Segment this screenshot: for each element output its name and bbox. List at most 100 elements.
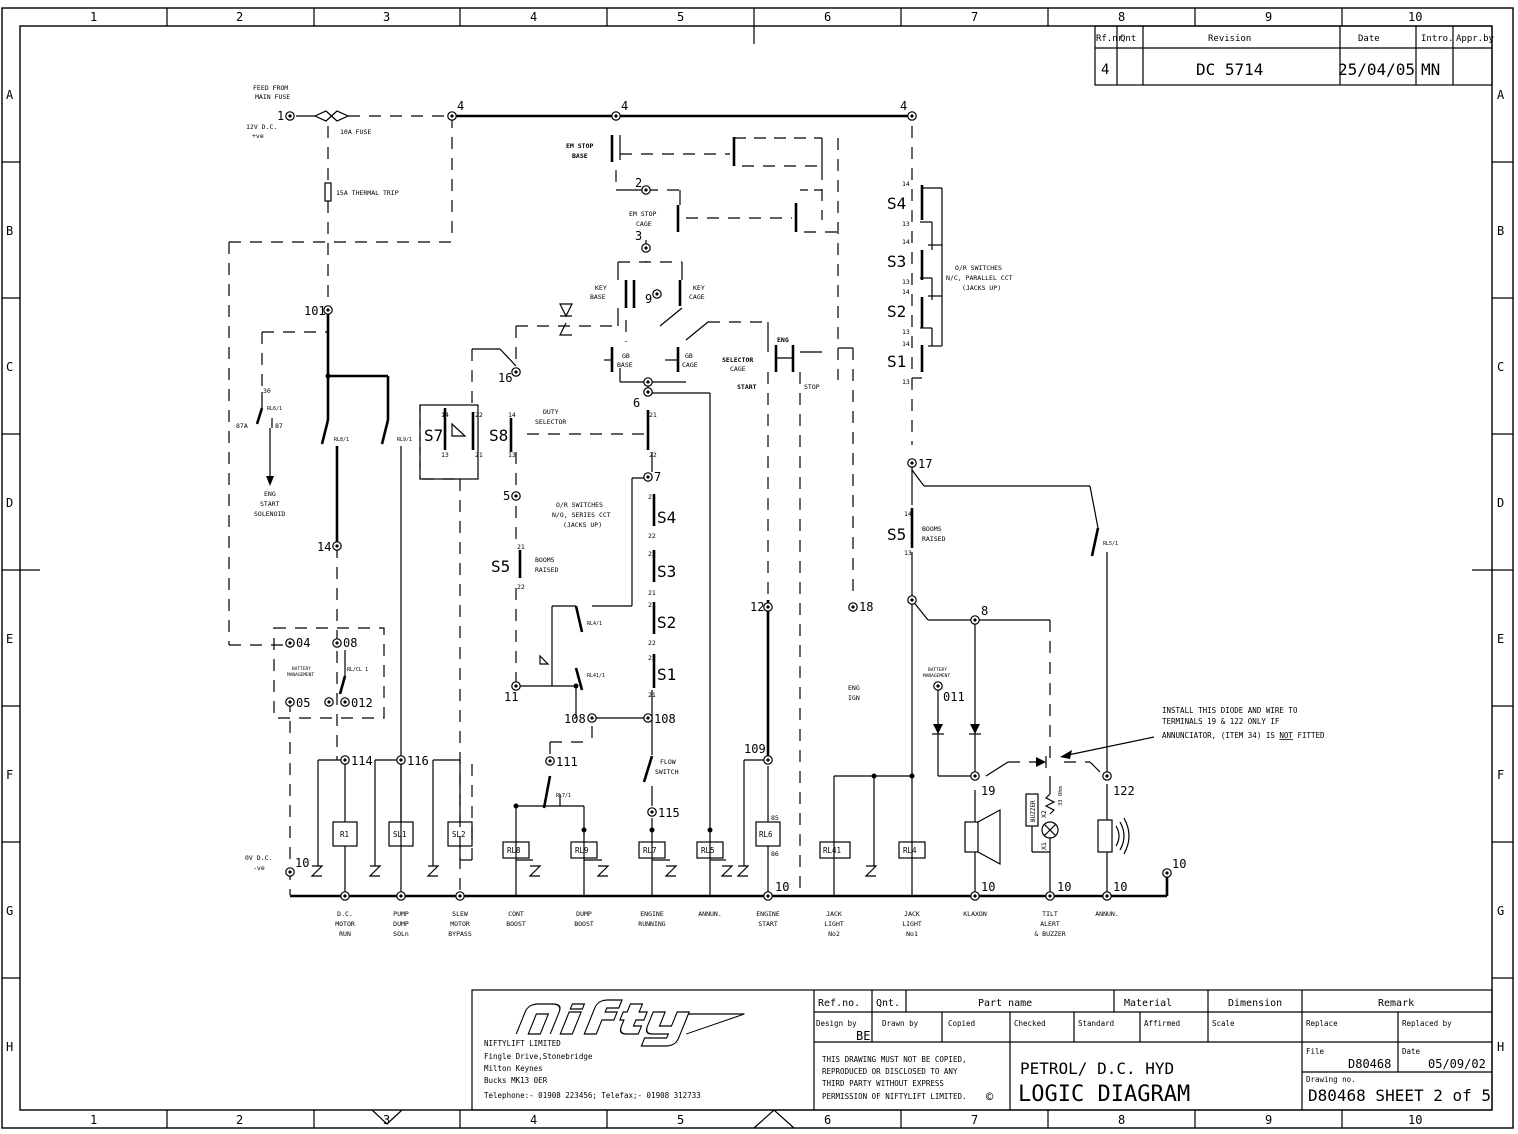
replace-header: Replace — [1306, 1019, 1338, 1028]
col-2-bottom: 2 — [236, 1113, 243, 1127]
rl91-label: RL9/1 — [397, 437, 412, 443]
pin-22e: 22 — [648, 639, 656, 647]
load-label-6-line-1: ENGINE — [640, 910, 664, 918]
relay-rl4: RL4 — [903, 846, 917, 855]
load-label-1-line-2: MOTOR — [335, 920, 355, 928]
batt-mgmt-right-label-1: BATTERY — [928, 667, 947, 673]
load-label-12-line-2: ALERT — [1040, 920, 1060, 928]
s5-right-label: S5 — [887, 525, 906, 544]
partname-header: Part name — [978, 998, 1032, 1009]
term-3: 3 — [635, 229, 642, 243]
pin-x2: X2 — [1040, 810, 1048, 818]
col-5: 5 — [677, 10, 684, 24]
load-label-8-line-2: START — [758, 920, 778, 928]
row-D-right: D — [1497, 496, 1504, 510]
col-10-bottom: 10 — [1408, 1113, 1422, 1127]
load-label-2-line-2: DUMP — [393, 920, 409, 928]
load-label-3-line-2: MOTOR — [450, 920, 470, 928]
drawingno-header: Drawing no. — [1306, 1075, 1356, 1084]
date-value: 05/09/02 — [1428, 1057, 1486, 1071]
load-labels: D.C.MOTORRUNPUMPDUMPSOLnSLEWMOTORBYPASSC… — [335, 910, 1119, 938]
s2-series-label: S2 — [657, 613, 676, 632]
pin-13b: 13 — [508, 451, 516, 459]
stop-label: STOP — [804, 383, 820, 391]
load-label-2-line-3: SOLn — [393, 930, 409, 938]
affirmed-header: Affirmed — [1144, 1019, 1180, 1028]
relay-rl6: RL6 — [759, 830, 773, 839]
term-4c: 4 — [900, 99, 907, 113]
s3-parallel-label: S3 — [887, 252, 906, 271]
term-4a: 4 — [457, 99, 464, 113]
col-8-bottom: 8 — [1118, 1113, 1125, 1127]
positive-label: +ve — [252, 132, 264, 140]
main-fuse-label: MAIN FUSE — [255, 93, 290, 101]
drawingno-value: D80468 SHEET 2 of 5 — [1308, 1086, 1491, 1105]
pin-14g: 14 — [904, 510, 912, 518]
col-4: 4 — [530, 10, 537, 24]
buzzer-label: BUZZER — [1030, 800, 1037, 822]
selector-label-2: CAGE — [730, 365, 746, 373]
term-10f: 10 — [1172, 857, 1186, 871]
term-14: 14 — [317, 540, 331, 554]
term-18: 18 — [859, 600, 873, 614]
term-5: 5 — [503, 489, 510, 503]
file-value: D80468 — [1348, 1057, 1391, 1071]
rev-revision-value: DC 5714 — [1196, 60, 1263, 79]
nifty-logo — [515, 999, 745, 1047]
pin-14e: 14 — [902, 288, 910, 296]
row-labels: A B C D E F G H A B C D E F G H — [6, 88, 1505, 1054]
key-cage-label-1: KEY — [693, 284, 705, 292]
em-stop-cage-label-1: EM STOP — [629, 210, 656, 218]
company-address-2: Milton Keynes — [484, 1064, 543, 1073]
em-stop-base-label-2: BASE — [572, 152, 588, 160]
row-H-right: H — [1497, 1040, 1504, 1054]
term-10d: 10 — [1057, 880, 1071, 894]
notice-line-4: PERMISSION OF NIFTYLIFT LIMITED. — [822, 1092, 967, 1101]
col-6-bottom: 6 — [824, 1113, 831, 1127]
start-label: START — [737, 383, 757, 391]
annunciator-symbol — [1097, 819, 1113, 853]
term-10c: 10 — [981, 880, 995, 894]
duty-label-2: SELECTOR — [535, 418, 566, 426]
row-A-right: A — [1497, 88, 1505, 102]
material-header: Material — [1124, 998, 1172, 1009]
flow-switch-label-1: FLOW — [660, 758, 676, 766]
pin-x1: X1 — [1040, 842, 1048, 850]
pin-14b: 14 — [508, 411, 516, 419]
term-011: 011 — [943, 690, 965, 704]
pin-13f: 13 — [902, 378, 910, 386]
col-7: 7 — [971, 10, 978, 24]
pin-21f: 21 — [648, 691, 656, 699]
eng-start-label-1: ENG — [264, 490, 276, 498]
row-A: A — [6, 88, 14, 102]
term-012: 012 — [351, 696, 373, 710]
or-nc-label-2: N/C, PARALLEL CCT — [946, 274, 1013, 282]
rl71-label: RL7/1 — [556, 793, 571, 799]
pin-87: 87 — [275, 422, 283, 430]
battery-management-box — [273, 627, 385, 719]
load-label-12-line-3: & BUZZER — [1034, 930, 1065, 938]
title-block: NIFTYLIFT LIMITED Fingle Drive,Stonebrid… — [471, 989, 1493, 1111]
pin-13e: 13 — [902, 328, 910, 336]
diode-note-line-3: ANNUNCIATOR, (ITEM 34) IS NOT FITTED — [1162, 731, 1325, 740]
load-label-9-line-3: No2 — [828, 930, 840, 938]
relay-rl7: RL7 — [643, 846, 657, 855]
term-8: 8 — [981, 604, 988, 618]
s2-parallel-label: S2 — [887, 302, 906, 321]
pin-21g: 21 — [517, 543, 525, 551]
pin-13d: 13 — [902, 278, 910, 286]
notice-line-2: REPRODUCED OR DISCLOSED TO ANY — [822, 1067, 958, 1076]
key-base-label-2: BASE — [590, 293, 606, 301]
load-label-12-line-1: TILT — [1042, 910, 1058, 918]
load-label-10-line-3: No1 — [906, 930, 918, 938]
row-H: H — [6, 1040, 13, 1054]
load-label-5-line-1: DUMP — [576, 910, 592, 918]
load-label-5-line-2: BOOST — [574, 920, 594, 928]
term-04: 04 — [296, 636, 310, 650]
terminal-numbers: 1 4 4 4 2 3 9 101 16 6 7 5 14 17 12 18 8… — [277, 99, 1186, 894]
dimension-header: Dimension — [1228, 998, 1282, 1009]
col-3-bottom: 3 — [383, 1113, 390, 1127]
revision-block: Rf.nr Qnt Revision Date Intro. Appr.by 4… — [1094, 25, 1495, 86]
term-101: 101 — [304, 304, 326, 318]
